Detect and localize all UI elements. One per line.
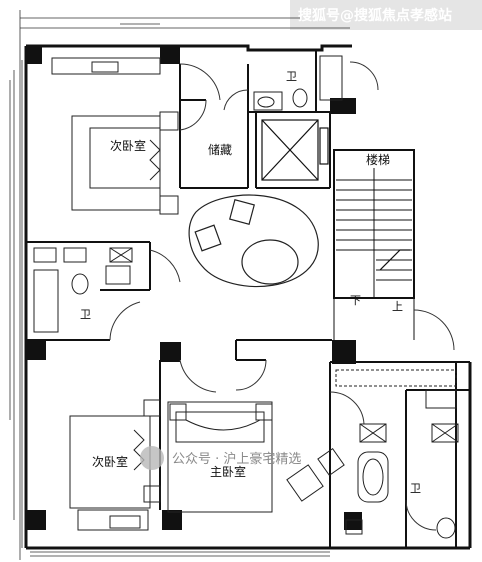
label-storage: 储藏 [208, 142, 232, 157]
lounge-furniture [188, 194, 319, 288]
label-bathroom-right: 卫 [410, 482, 421, 495]
label-master-bedroom: 主卧室 [210, 464, 246, 479]
dimension-lines [9, 10, 350, 560]
left-bathroom-fixtures [33, 247, 133, 333]
stair-well [333, 149, 415, 340]
door-swings [109, 61, 455, 531]
structural-columns [26, 46, 362, 530]
label-secondary-bedroom-bottom: 次卧室 [92, 454, 128, 469]
exterior-walls [24, 44, 472, 550]
top-bedroom-furniture [51, 57, 179, 215]
elevator-shaft [261, 119, 329, 181]
watermark-top: 搜狐号@搜狐焦点孝感站 [298, 7, 452, 24]
label-secondary-bedroom-top: 次卧室 [110, 138, 146, 153]
wechat-logo-icon [140, 446, 164, 470]
balcony-rails [21, 60, 330, 557]
master-bedroom-furniture [167, 401, 345, 513]
watermark-center: 公众号 · 沪上豪宅精选 [172, 451, 301, 467]
label-stairs-up: 上 [392, 300, 403, 313]
wechat-watermark: 公众号 · 沪上豪宅精选 [140, 446, 301, 470]
label-stairs-down: 下 [350, 294, 361, 307]
watermark-band [290, 0, 482, 30]
label-bathroom-left: 卫 [80, 308, 91, 321]
label-stairs: 楼梯 [366, 152, 390, 167]
label-bathroom-top: 卫 [286, 70, 297, 83]
top-bathroom-fixtures [253, 55, 343, 111]
right-bathroom-fixtures [335, 369, 459, 539]
